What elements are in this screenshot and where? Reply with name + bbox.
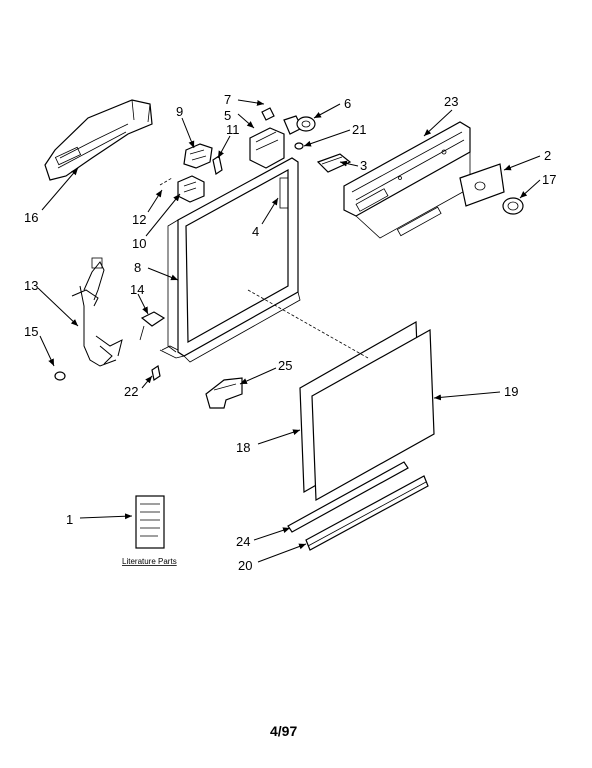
callout-1: 1 [66, 512, 73, 527]
callout-25: 25 [278, 358, 292, 373]
callout-15: 15 [24, 324, 38, 339]
callout-5: 5 [224, 108, 231, 123]
part-14-connector [139, 311, 166, 341]
callout-24: 24 [236, 534, 250, 549]
part-13-wire-harness [71, 257, 123, 367]
part-16-console-cover [44, 99, 153, 181]
part-8-inner-door-frame [159, 157, 301, 363]
part-15-screw [54, 371, 66, 381]
callout-17: 17 [542, 172, 556, 187]
callout-7: 7 [224, 92, 231, 107]
leader-lines [37, 99, 541, 563]
callout-6: 6 [344, 96, 351, 111]
part-23-control-panel [343, 121, 471, 239]
callout-19: 19 [504, 384, 518, 399]
part-3-bracket [316, 153, 352, 173]
part-22-clip [151, 365, 161, 381]
part-19-outer-door-panel [311, 328, 435, 502]
callout-13: 13 [24, 278, 38, 293]
callout-10: 10 [132, 236, 146, 251]
part-20-trim-strip [305, 475, 429, 551]
callout-21: 21 [352, 122, 366, 137]
callout-14: 14 [130, 282, 144, 297]
callout-20: 20 [238, 558, 252, 573]
part-9-latch [183, 143, 223, 175]
part-1-literature-card [135, 495, 165, 549]
callout-22: 22 [124, 384, 138, 399]
callout-16: 16 [24, 210, 38, 225]
callout-9: 9 [176, 104, 183, 119]
part-25-bracket [205, 377, 243, 409]
footer-date: 4/97 [270, 723, 297, 739]
callout-2: 2 [544, 148, 551, 163]
callout-3: 3 [360, 158, 367, 173]
callout-8: 8 [134, 260, 141, 275]
part-21-screw [294, 142, 304, 150]
frame-to-panel-guide [247, 289, 369, 359]
callout-4: 4 [252, 224, 259, 239]
part-12-clip [159, 177, 173, 186]
callout-11: 11 [226, 122, 240, 137]
literature-parts-label: Literature Parts [122, 557, 177, 566]
part-10-strike [177, 175, 205, 203]
part-24-trim-strip [287, 461, 409, 533]
part-6-knob [296, 116, 316, 132]
callout-23: 23 [444, 94, 458, 109]
callout-12: 12 [132, 212, 146, 227]
part-5-switch-assembly [249, 107, 303, 169]
part-17-dial-knob [502, 197, 524, 215]
callout-18: 18 [236, 440, 250, 455]
part-2-control-panel-face [459, 163, 505, 207]
